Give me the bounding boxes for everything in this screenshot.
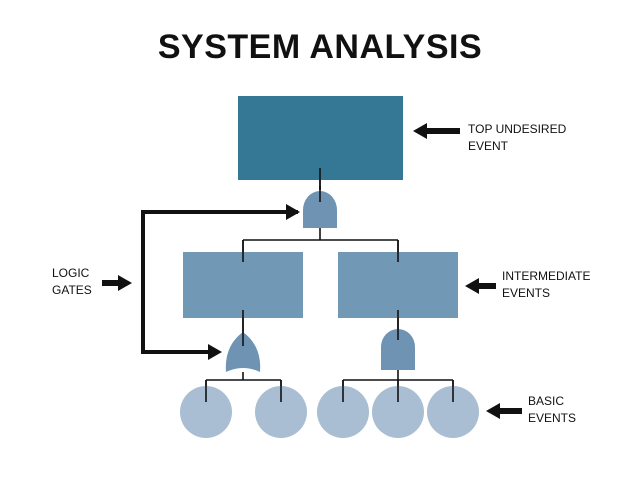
arrow-left-icon-top <box>413 123 460 139</box>
arrow-right-icon-logic <box>102 275 132 291</box>
label-line: INTERMEDIATE <box>502 269 591 283</box>
label-line: EVENTS <box>502 286 551 300</box>
label-logic-gates: LOGIC GATES <box>52 265 92 299</box>
basic-event-circle-5 <box>427 386 479 438</box>
and-gate-right <box>381 329 415 370</box>
arrow-left-icon-intermediate <box>465 278 496 294</box>
or-gate-left <box>225 332 261 372</box>
basic-event-circle-1 <box>180 386 232 438</box>
and-gate-top <box>303 191 337 228</box>
intermediate-event-box-left <box>183 252 303 318</box>
label-line: EVENT <box>468 139 509 153</box>
label-top-undesired-event: TOP UNDESIRED EVENT <box>468 121 566 155</box>
label-basic-events: BASIC EVENTS <box>528 393 576 427</box>
label-line: EVENTS <box>528 411 577 425</box>
basic-event-circle-2 <box>255 386 307 438</box>
label-intermediate-events: INTERMEDIATE EVENTS <box>502 268 590 302</box>
basic-event-circle-4 <box>372 386 424 438</box>
bracket-arrowhead-bottom <box>208 344 222 360</box>
label-line: GATES <box>52 283 92 297</box>
intermediate-event-box-right <box>338 252 458 318</box>
label-line: TOP UNDESIRED <box>468 122 567 136</box>
top-event-box <box>238 96 403 180</box>
label-line: BASIC <box>528 394 565 408</box>
bracket-arrowhead-top <box>286 204 300 220</box>
label-line: LOGIC <box>52 266 90 280</box>
arrow-left-icon-basic <box>486 403 522 419</box>
page-title: SYSTEM ANALYSIS <box>157 28 483 66</box>
basic-event-circle-3 <box>317 386 369 438</box>
logic-gates-bracket <box>141 210 298 354</box>
